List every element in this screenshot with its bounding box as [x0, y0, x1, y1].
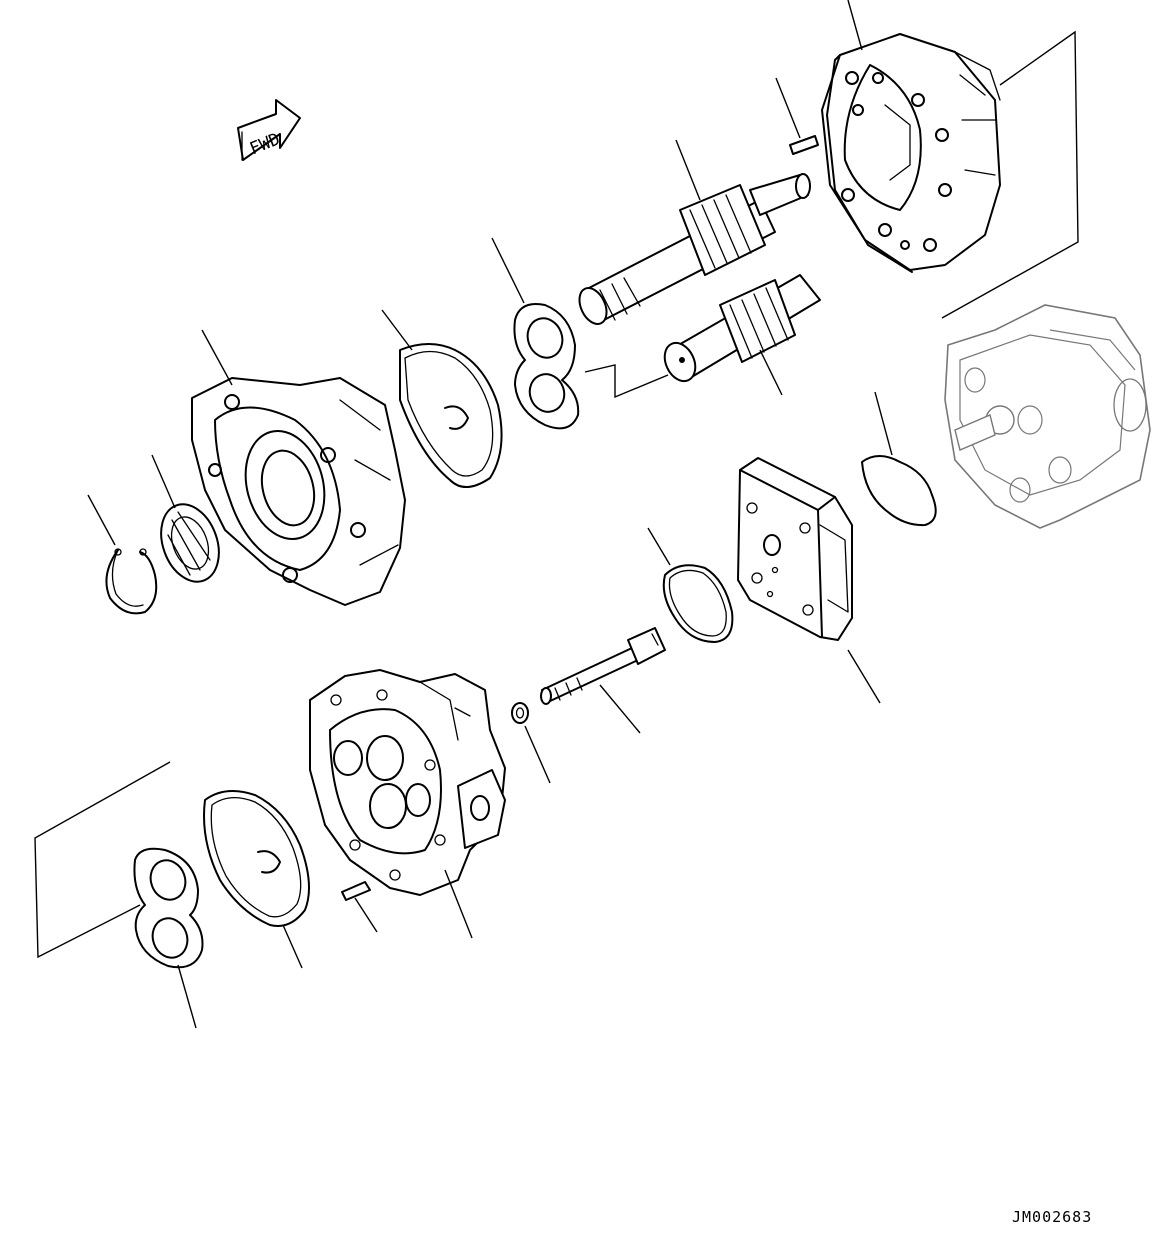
o-ring-small	[647, 527, 734, 643]
pump-body	[821, 0, 1001, 273]
mounting-flange	[191, 329, 406, 606]
side-plate-bottom	[133, 847, 204, 1029]
leader-bracket-top	[941, 30, 1079, 319]
drive-gear-shaft	[578, 139, 811, 325]
gasket-right	[861, 391, 937, 527]
drawing-code-label: JM002683	[1012, 1208, 1093, 1226]
through-bolt	[540, 627, 666, 734]
rear-housing	[309, 669, 506, 939]
assembled-pump	[944, 304, 1151, 529]
cover-plate	[737, 457, 881, 704]
washer	[511, 702, 551, 784]
side-plate-top	[491, 237, 580, 430]
dowel-pin-bottom	[341, 881, 378, 933]
driven-gear	[663, 274, 821, 396]
gasket-top	[381, 309, 503, 488]
snap-ring	[87, 494, 158, 615]
gasket-bottom	[203, 790, 310, 969]
leader-bracket-gear	[584, 364, 669, 399]
leader-bracket-bottom	[34, 761, 171, 959]
oil-seal	[151, 454, 220, 583]
fwd-arrow-icon: FWD	[237, 99, 301, 161]
dowel-pin-top	[775, 77, 819, 155]
